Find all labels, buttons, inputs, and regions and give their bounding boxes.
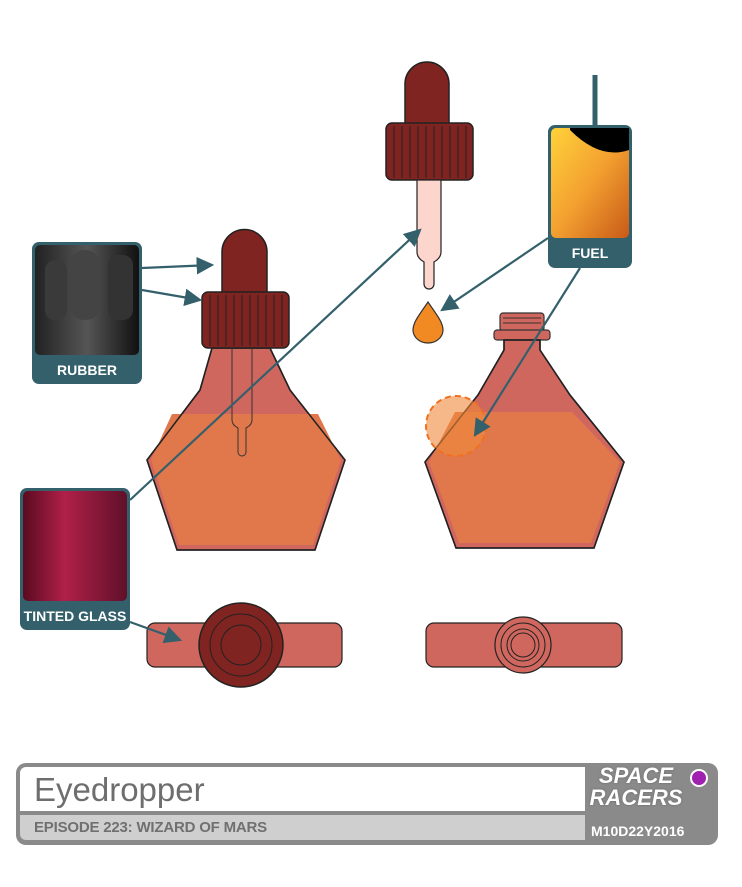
callout-arrows xyxy=(129,228,581,644)
page-title: Eyedropper xyxy=(34,771,205,808)
label-fuel: FUEL xyxy=(572,245,609,261)
callout-rubber: RUBBER xyxy=(32,242,142,384)
logo-line2: RACERS xyxy=(589,785,683,810)
title-box: Eyedropper xyxy=(20,767,585,811)
callout-fuel: FUEL xyxy=(548,125,632,268)
highlight-circle xyxy=(425,395,487,457)
bottle-with-dropper xyxy=(146,228,346,551)
bottle-top-view-right xyxy=(425,616,623,674)
label-rubber: RUBBER xyxy=(57,362,117,378)
logo-line1: SPACE xyxy=(598,763,674,788)
bottle-top-view-left xyxy=(146,602,343,688)
dropper-detached xyxy=(385,61,474,290)
episode-subtitle: EPISODE 223: WIZARD OF MARS xyxy=(34,819,267,836)
fuel-drop xyxy=(412,300,444,344)
callout-tinted-glass: TINTED GLASS xyxy=(20,488,130,630)
date-stamp: M10D22Y2016 xyxy=(591,823,685,839)
space-racers-logo: SPACE RACERS xyxy=(588,765,684,819)
footer-banner: Eyedropper EPISODE 223: WIZARD OF MARS S… xyxy=(16,763,718,845)
status-dot xyxy=(690,769,708,787)
bottle-open xyxy=(424,312,625,549)
subtitle-box: EPISODE 223: WIZARD OF MARS xyxy=(20,815,585,840)
label-tinted-glass: TINTED GLASS xyxy=(24,608,127,624)
